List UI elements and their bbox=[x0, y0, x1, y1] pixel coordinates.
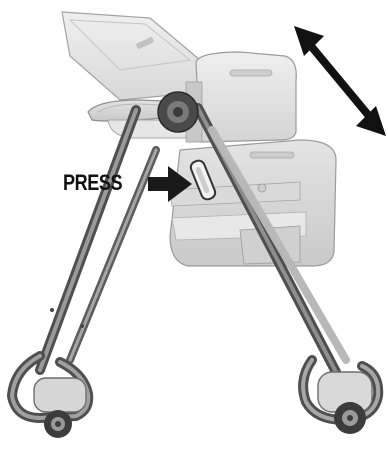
rear-wheel-base bbox=[12, 356, 88, 438]
rear-legs bbox=[40, 110, 156, 370]
seat-backrest bbox=[62, 12, 205, 100]
seat-upper-position bbox=[186, 52, 296, 142]
press-label: PRESS bbox=[63, 172, 122, 194]
double-headed-diagonal-arrow-icon bbox=[294, 26, 386, 136]
frame-hinge-knob bbox=[158, 92, 198, 132]
